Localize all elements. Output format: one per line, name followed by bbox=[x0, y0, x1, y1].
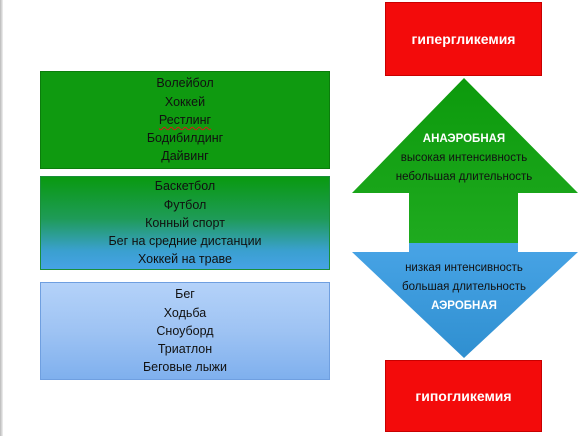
anaerobic-sports-box: Волейбол Хоккей Рестлинг Бодибилдинг Дай… bbox=[40, 71, 330, 169]
low-intensity-text: низкая интенсивность bbox=[405, 262, 523, 274]
sport-item: Триатлон bbox=[157, 342, 213, 357]
aerobic-sports-box: Бег Ходьба Сноуборд Триатлон Беговые лыж… bbox=[40, 282, 330, 380]
hyperglycemia-box: гипергликемия bbox=[385, 2, 542, 76]
sport-item: Бодибилдинг bbox=[146, 131, 224, 146]
sport-item: Баскетбол bbox=[154, 179, 216, 194]
mixed-sports-box: Баскетбол Футбол Конный спорт Бег на сре… bbox=[40, 176, 330, 270]
sport-item: Волейбол bbox=[156, 76, 214, 91]
sport-item: Хоккей bbox=[164, 94, 206, 109]
sport-item: Футбол bbox=[163, 197, 207, 212]
aerobic-label: АЭРОБНАЯ bbox=[431, 300, 497, 312]
anaerobic-label: АНАЭРОБНАЯ bbox=[422, 133, 506, 145]
sport-item: Бег на средние дистанции bbox=[108, 234, 262, 249]
short-duration-text: небольшая длительность bbox=[395, 171, 533, 183]
hypoglycemia-box: гипогликемия bbox=[385, 360, 542, 432]
sport-item: Беговые лыжи bbox=[142, 360, 228, 375]
high-intensity-text: высокая интенсивность bbox=[400, 152, 528, 164]
sport-item: Бег bbox=[175, 287, 195, 302]
sport-item: Конный спорт bbox=[145, 215, 225, 230]
left-edge-shadow bbox=[0, 0, 3, 436]
hypoglycemia-label: гипогликемия bbox=[415, 388, 512, 404]
long-duration-text: большая длительность bbox=[402, 281, 526, 293]
aerobic-arrow-text: низкая интенсивность большая длительност… bbox=[360, 259, 568, 316]
sport-item: Дайвинг bbox=[161, 149, 209, 164]
sport-item: Ходьба bbox=[163, 305, 207, 320]
sport-item: Хоккей на траве bbox=[137, 252, 233, 267]
sport-item: Сноуборд bbox=[156, 323, 214, 338]
anaerobic-arrow-text: АНАЭРОБНАЯ высокая интенсивность небольш… bbox=[360, 130, 568, 187]
sport-item: Рестлинг bbox=[158, 112, 212, 127]
hyperglycemia-label: гипергликемия bbox=[411, 31, 516, 47]
